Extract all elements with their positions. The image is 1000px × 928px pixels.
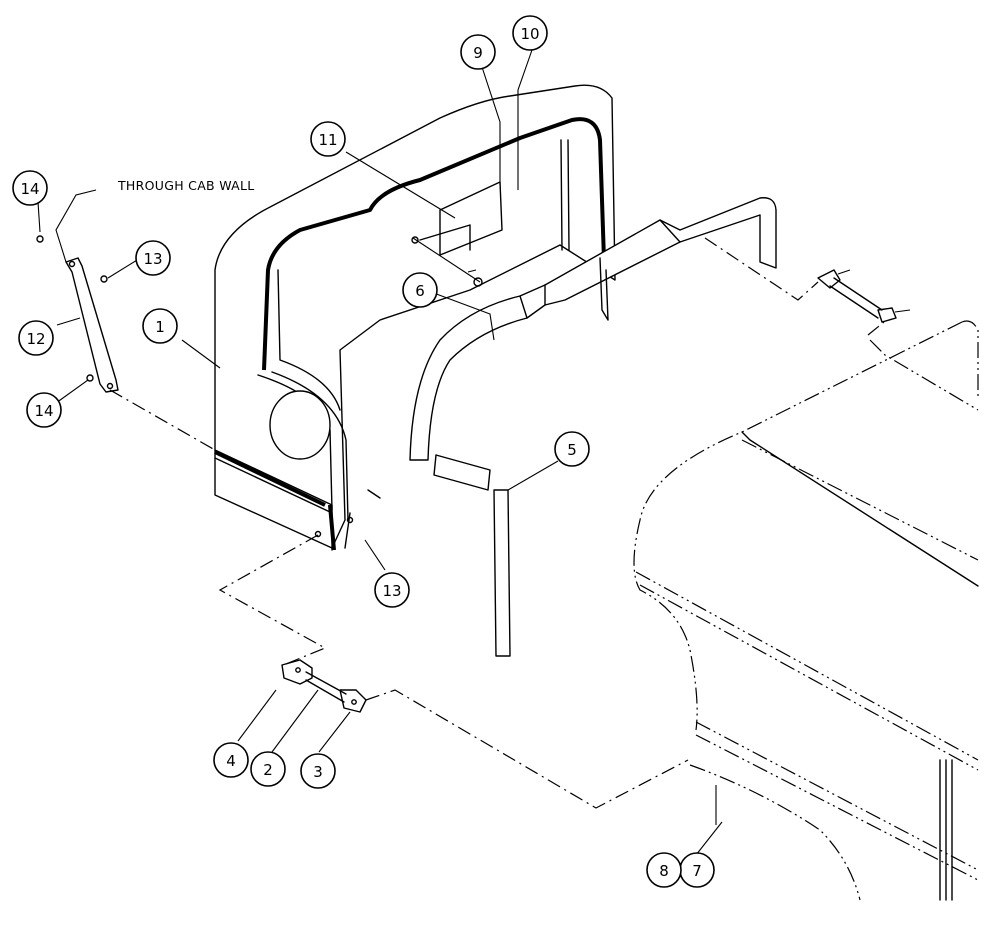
callout-13-lower: 13 [374, 572, 410, 608]
callout-11-label: 11 [318, 131, 337, 149]
truck-body-outline [633, 320, 979, 901]
leader-lines [37, 49, 723, 856]
callout-11: 11 [310, 121, 346, 157]
callout-4-label: 4 [226, 752, 236, 770]
note-through-cab-wall: THROUGH CAB WALL [117, 178, 255, 193]
callout-5-label: 5 [567, 441, 577, 459]
callout-9-label: 9 [473, 44, 483, 62]
callout-6-label: 6 [415, 282, 425, 300]
callout-2: 2 [250, 751, 286, 787]
callout-10: 10 [512, 15, 548, 51]
cab-panel-part-1 [214, 84, 616, 551]
callout-6: 6 [402, 272, 438, 308]
assembly-lines [109, 237, 885, 825]
callout-7-label: 7 [692, 862, 702, 880]
callout-8-label: 8 [659, 862, 669, 880]
callout-2-label: 2 [263, 761, 273, 779]
callout-14-upper: 14 [12, 170, 48, 206]
callout-14-upper-label: 14 [20, 180, 39, 198]
callout-13-upper-label: 13 [143, 250, 162, 268]
callout-7: 7 [679, 852, 715, 888]
callout-5: 5 [554, 431, 590, 467]
callout-12: 12 [18, 320, 54, 356]
callout-4: 4 [213, 742, 249, 778]
callout-1: 1 [142, 308, 178, 344]
callout-3-label: 3 [313, 763, 323, 781]
callout-14-lower: 14 [26, 392, 62, 428]
callout-9: 9 [460, 34, 496, 70]
callout-13-upper: 13 [135, 240, 171, 276]
callout-3: 3 [300, 753, 336, 789]
bracket-part-12 [65, 257, 119, 393]
handle-part-2 [281, 659, 367, 713]
callout-10-label: 10 [520, 25, 539, 43]
callout-8: 8 [646, 852, 682, 888]
callout-12-label: 12 [26, 330, 45, 348]
handle-upper-right [817, 269, 911, 323]
trim-part-5 [409, 197, 777, 657]
callout-14-lower-label: 14 [34, 402, 53, 420]
fasteners [36, 235, 483, 549]
callout-1-label: 1 [155, 318, 165, 336]
callout-13-lower-label: 13 [382, 582, 401, 600]
